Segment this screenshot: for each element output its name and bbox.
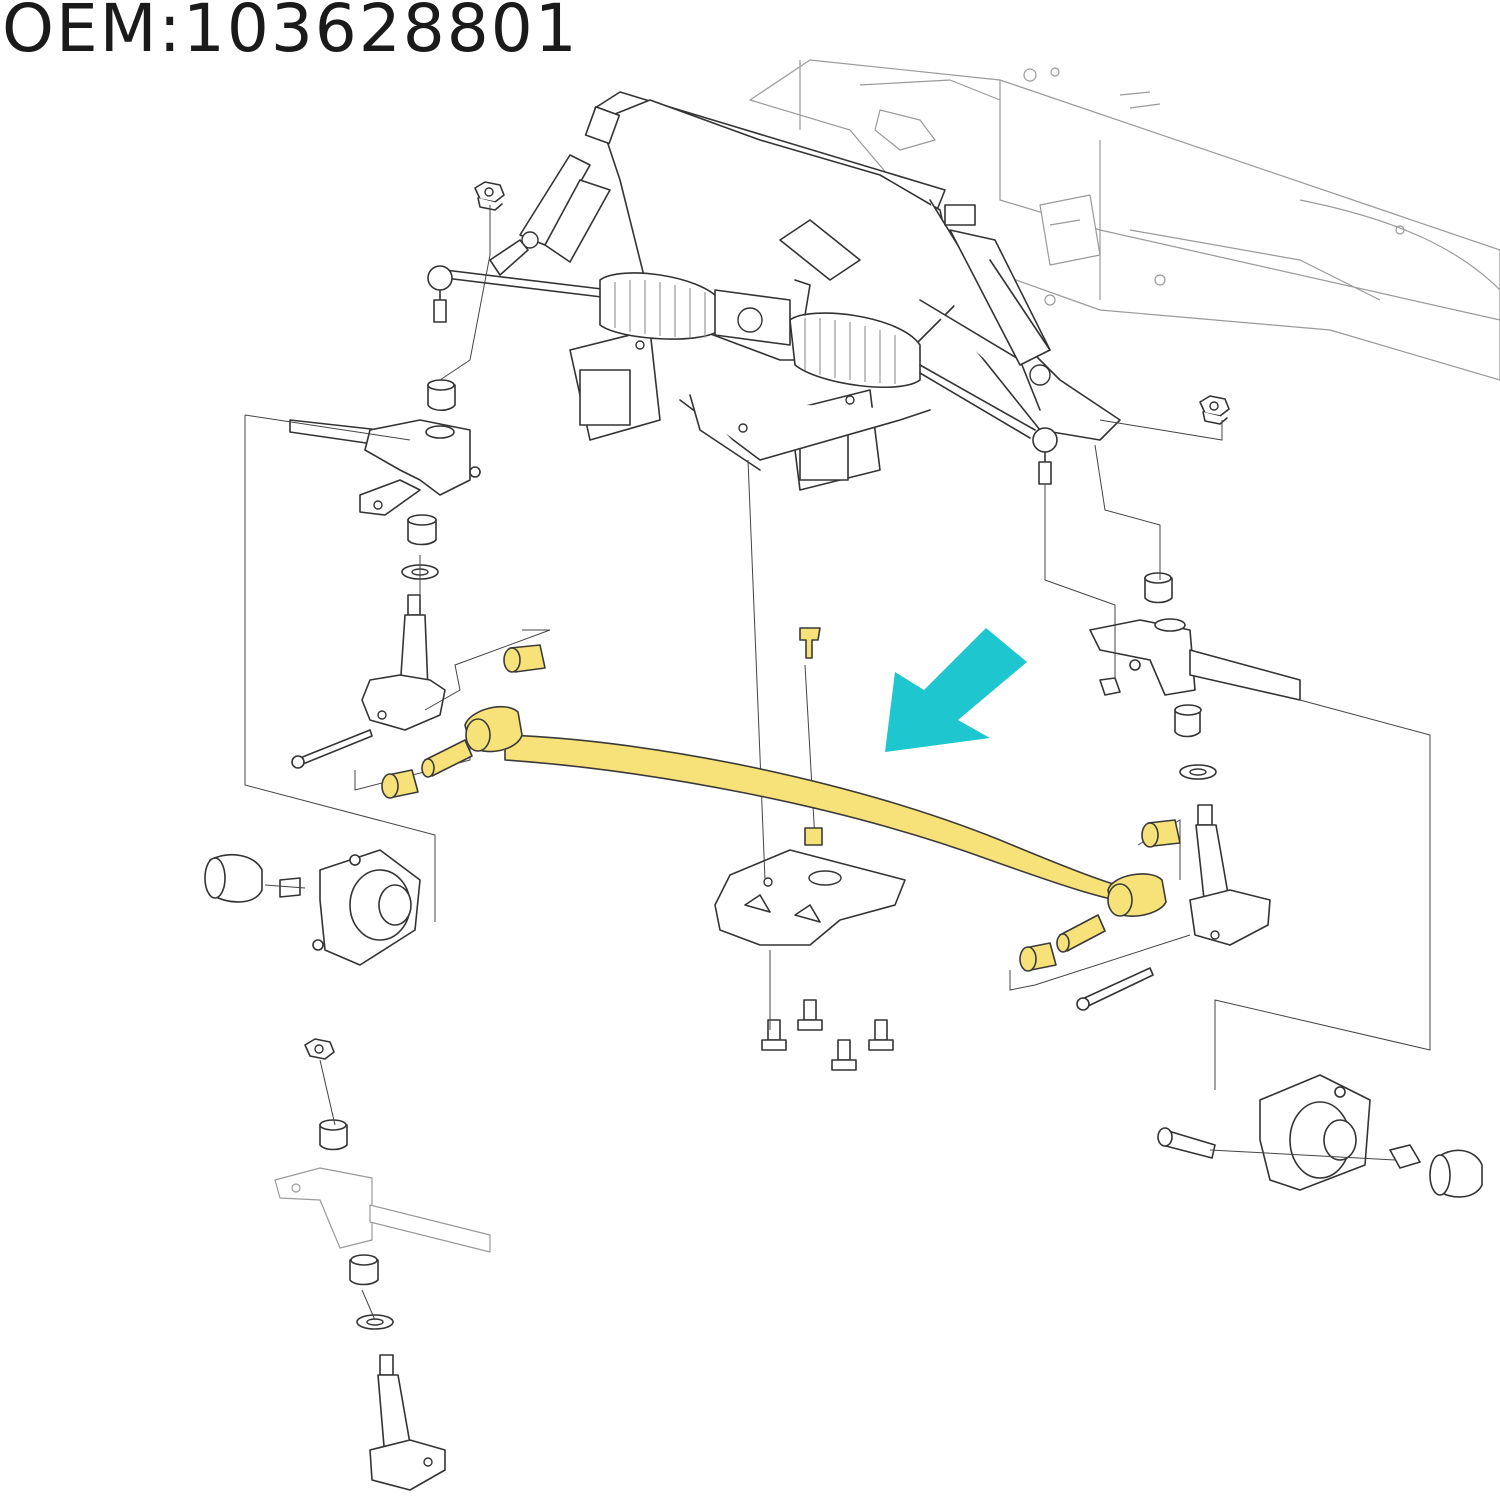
right-spindle-assembly <box>1076 572 1301 1011</box>
right-shock <box>944 204 1051 386</box>
left-hub-assembly <box>204 849 421 966</box>
center-bolt <box>799 627 821 659</box>
mount-bolts <box>761 999 894 1071</box>
nut-top-left <box>474 181 505 211</box>
right-hub-assembly <box>1157 1074 1483 1198</box>
left-spindle-assembly <box>289 379 481 769</box>
center-nut <box>804 827 823 846</box>
arrow-icon <box>885 628 1027 752</box>
vehicle-frame <box>749 59 1500 381</box>
left-shock <box>519 106 621 263</box>
lower-spindle-assembly <box>274 1038 491 1491</box>
center-mount-plate <box>714 849 906 946</box>
oem-number: OEM:103628801 <box>2 0 579 67</box>
nut-top-right <box>1199 395 1230 425</box>
steering-rack <box>427 219 1058 485</box>
leaf-spring-highlighted <box>381 627 1181 972</box>
